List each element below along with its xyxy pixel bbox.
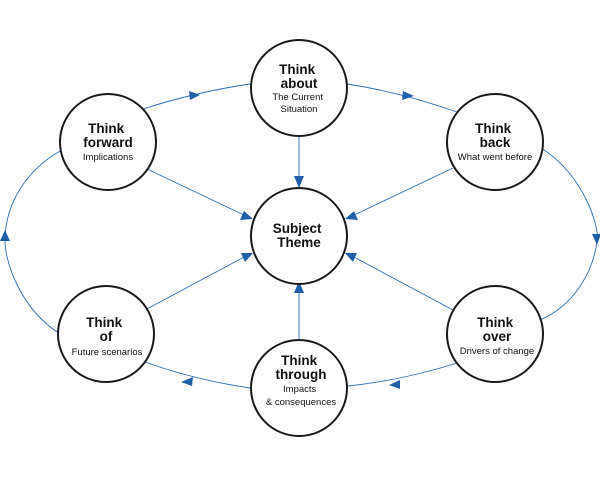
connector-through-to-of xyxy=(144,361,251,389)
arrowhead-back-center xyxy=(345,211,358,220)
node-over-sub-1: Drivers of change xyxy=(460,346,534,357)
node-forward-sub-1: Implications xyxy=(83,152,133,163)
node-about-circle xyxy=(250,39,348,137)
arrowhead-through-center xyxy=(294,281,304,293)
node-forward-circle xyxy=(59,93,157,191)
node-about: Think about The Current Situation xyxy=(250,39,348,137)
svg-text:Think forward: Think forward xyxy=(83,121,133,150)
node-back-sub-1: What went before xyxy=(458,152,532,163)
node-over-circle xyxy=(446,285,544,383)
arrowhead-forward-center xyxy=(240,211,253,220)
connector-of-to-forward xyxy=(4,149,63,336)
node-back-title-2: back xyxy=(480,135,511,150)
arrowhead-right xyxy=(592,234,600,245)
arrowhead-left xyxy=(0,230,10,241)
connector-over-to-through xyxy=(347,361,461,387)
node-through-title-1: Think xyxy=(281,353,317,368)
spoke-over-to-center xyxy=(351,255,454,311)
node-through-sub-2: & consequences xyxy=(266,397,336,408)
node-about-title-1: Think xyxy=(279,62,315,77)
node-back-circle xyxy=(446,93,544,191)
arrowhead-of-center xyxy=(241,253,253,262)
svg-text:Think about: Think about xyxy=(279,62,319,91)
node-forward: Think forward Implications xyxy=(59,93,157,191)
arrowhead-bottom-left xyxy=(181,377,193,386)
spoke-connectors xyxy=(144,136,454,341)
spoke-of-to-center xyxy=(144,255,247,311)
svg-text:Think over: Think over xyxy=(477,315,517,344)
spoke-arrowheads xyxy=(240,176,358,293)
node-of-sub-1: Future scenarios xyxy=(72,347,143,358)
node-through-title-2: through xyxy=(276,367,327,382)
node-of-title-2: of xyxy=(100,329,113,344)
svg-text:Think through: Think through xyxy=(276,353,327,382)
svg-text:Implications: Implications xyxy=(83,152,133,163)
node-forward-title-1: Think xyxy=(88,121,124,136)
svg-text:The Current Situation: The Current Situation xyxy=(272,92,325,115)
arrowhead-about-center xyxy=(294,176,304,188)
node-center: Subject Theme xyxy=(250,187,348,285)
node-through-circle xyxy=(250,339,348,437)
node-over-title-1: Think xyxy=(477,315,513,330)
arrowhead-bottom-right xyxy=(389,380,400,389)
svg-text:Think back: Think back xyxy=(475,121,515,150)
node-over-title-2: over xyxy=(483,329,512,344)
cycle-arrowheads xyxy=(0,91,600,389)
arrowhead-top-left xyxy=(189,91,200,100)
svg-text:Drivers of change: Drivers of change xyxy=(460,346,534,357)
connector-back-to-over xyxy=(539,147,598,321)
node-forward-title-2: forward xyxy=(83,135,133,150)
node-center-circle xyxy=(250,187,348,285)
spoke-back-to-center xyxy=(351,167,454,217)
svg-text:Think of: Think of xyxy=(86,315,126,344)
node-of: Think of Future scenarios xyxy=(57,285,155,383)
svg-text:Future scenarios: Future scenarios xyxy=(72,347,143,358)
svg-text:Subject Theme: Subject Theme xyxy=(273,221,326,250)
node-back: Think back What went before xyxy=(446,93,544,191)
arrowhead-top-right xyxy=(402,91,414,100)
node-of-title-1: Think xyxy=(86,315,122,330)
node-through: Think through Impacts & consequences xyxy=(250,339,348,437)
svg-text:Impacts & consequences: Impacts & consequences xyxy=(266,384,336,408)
node-about-title-2: about xyxy=(281,76,318,91)
node-over: Think over Drivers of change xyxy=(446,285,544,383)
node-back-title-1: Think xyxy=(475,121,511,136)
arrowhead-over-center xyxy=(345,253,357,262)
node-about-sub-1: The Current xyxy=(272,92,323,103)
connector-about-to-back xyxy=(346,83,458,113)
center-title-2: Theme xyxy=(277,235,321,250)
node-of-circle xyxy=(57,285,155,383)
node-through-sub-1: Impacts xyxy=(283,384,317,395)
spoke-forward-to-center xyxy=(144,167,247,217)
node-about-sub-2: Situation xyxy=(281,104,318,115)
svg-text:What went before: What went before xyxy=(458,152,532,163)
center-title-1: Subject xyxy=(273,221,322,236)
